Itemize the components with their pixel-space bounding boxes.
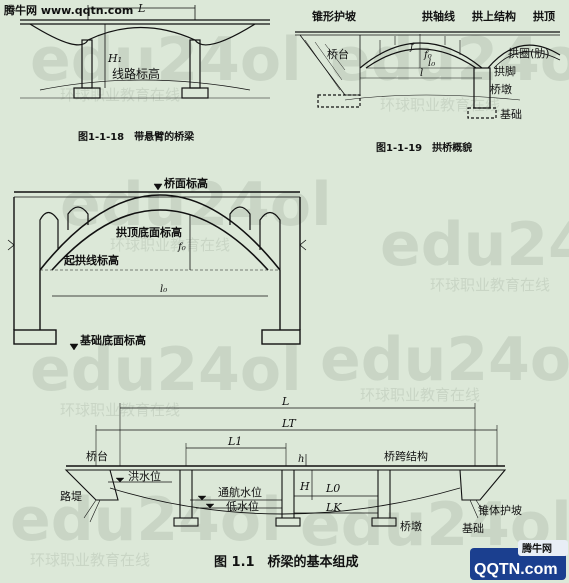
elev-spandrel-1 <box>39 211 59 270</box>
left-abutment <box>64 469 119 501</box>
arch-cone-label: 锥形护坡 <box>312 9 357 23</box>
watermark-sub-1: 环球职业教育在线 <box>60 86 180 104</box>
logo-cn-text: 腾牛网 <box>521 542 552 555</box>
elev-left-footing <box>13 329 57 345</box>
main-sym-L: L <box>281 395 289 408</box>
elev-spandrel-2 <box>67 206 89 230</box>
arch-ground <box>344 94 521 101</box>
elev-spandrel-4 <box>259 211 281 270</box>
watermark-sub-3: 环球职业教育在线 <box>110 236 230 254</box>
elev-base-label: 基础底面标高 <box>79 333 146 347</box>
arch-pier <box>473 67 491 109</box>
main-low-label: 低水位 <box>226 499 259 513</box>
arch-super-label: 拱上结构 <box>472 9 516 23</box>
elev-crown-label: 拱顶底面标高 <box>116 225 182 239</box>
left-cantilever <box>29 23 89 46</box>
main-embank-label: 路堤 <box>60 490 82 503</box>
logo-en-text: QQTN.com <box>474 561 558 578</box>
main-sym-h: h <box>298 454 304 465</box>
ground-line <box>39 79 251 91</box>
watermark-brand-6: edu24ol <box>320 325 569 395</box>
watermark-sub-4: 环球职业教育在线 <box>430 276 550 294</box>
arch-rib-inner <box>365 48 477 69</box>
elev-arch-intrados <box>51 209 269 271</box>
elev-arch-extrados <box>39 194 281 271</box>
watermark-brand-2: edu24ol <box>330 25 569 95</box>
watermark-brand-4: edu24ol <box>380 210 569 280</box>
main-abutment-label: 桥台 <box>86 449 108 463</box>
arch-caption: 图1-1-19 拱桥概貌 <box>376 141 472 154</box>
main-sym-LT: LT <box>281 417 297 430</box>
main-sym-L0: L0 <box>325 482 340 495</box>
watermark-brand-7: edu24ol <box>10 485 282 555</box>
main-sym-LK: LK <box>325 501 342 514</box>
pier-1-footing <box>173 517 199 527</box>
main-flood-label: 洪水位 <box>128 469 161 483</box>
right-cantilever <box>194 23 256 46</box>
cantilever-route-label: 线路标高 <box>112 66 160 81</box>
watermark-sub-7: 环球职业教育在线 <box>30 551 150 569</box>
arch-sym-l: l <box>420 68 423 79</box>
watermark-brand-3: edu24ol <box>60 170 332 240</box>
watermark-sub-2: 环球职业教育在线 <box>380 96 500 114</box>
elev-spandrel-3 <box>229 206 251 230</box>
arch-foundation <box>467 107 497 119</box>
main-sym-H: H <box>299 480 310 493</box>
watermark-layer: edu24ol edu24ol edu24ol edu24ol edu24ol … <box>10 25 569 569</box>
fig-cantilever <box>20 5 270 99</box>
main-pier-label: 桥墩 <box>400 519 422 533</box>
arch-rib-outer <box>359 42 483 69</box>
cantilever-caption: 图1-1-18 带悬臂的桥梁 <box>78 130 195 143</box>
arch-sym-f: f <box>409 42 416 53</box>
watermark-sub-6: 环球职业教育在线 <box>360 386 480 404</box>
pier-2-footing <box>275 517 301 527</box>
arch-foot-label: 拱脚 <box>494 64 516 78</box>
main-span-struct-label: 桥跨结构 <box>384 449 428 463</box>
cantilever-height-symbol: H₁ <box>107 52 122 65</box>
elev-spring-label: 起拱线标高 <box>63 253 119 267</box>
abutment-foundation <box>317 94 361 108</box>
fig-elevation <box>7 183 307 351</box>
main-sym-L1: L1 <box>227 435 242 448</box>
arch-pier-label: 桥墩 <box>490 82 512 96</box>
cantilever-span-symbol: L <box>137 2 145 15</box>
main-caption: 图 1.1 桥梁的基本组成 <box>214 554 359 570</box>
right-abutment <box>459 469 507 501</box>
fig-main <box>64 403 507 527</box>
arch-sym-l0: l₀ <box>428 58 435 69</box>
main-arch-top <box>87 27 196 41</box>
elev-sym-f: f₀ <box>177 242 186 253</box>
fig-arch <box>295 31 561 119</box>
main-nav-label: 通航水位 <box>218 485 262 499</box>
arch-found-label: 基础 <box>500 108 522 121</box>
site-header: 腾牛网 www.qqtn.com <box>4 3 133 17</box>
arch-crown-label: 拱顶 <box>533 9 555 23</box>
arch-axis-label: 拱轴线 <box>422 9 455 23</box>
main-cone-label: 锥体护坡 <box>478 503 522 517</box>
pier-3-footing <box>371 517 397 527</box>
riverbed <box>109 487 461 515</box>
arch-rib-next <box>487 44 561 69</box>
arch-abutment-label: 桥台 <box>327 47 349 61</box>
arch-sym-f0: f₀ <box>423 50 432 61</box>
elev-sym-l: l₀ <box>160 284 167 295</box>
elev-deck-label: 桥面标高 <box>164 176 208 190</box>
arch-rib-label: 拱圈(肋) <box>508 46 550 60</box>
qqtn-logo: 腾牛网 QQTN.com <box>470 540 568 580</box>
main-found-label: 基础 <box>462 522 484 535</box>
watermark-brand-1: edu24ol <box>30 25 302 95</box>
elev-right-footing <box>261 329 301 345</box>
